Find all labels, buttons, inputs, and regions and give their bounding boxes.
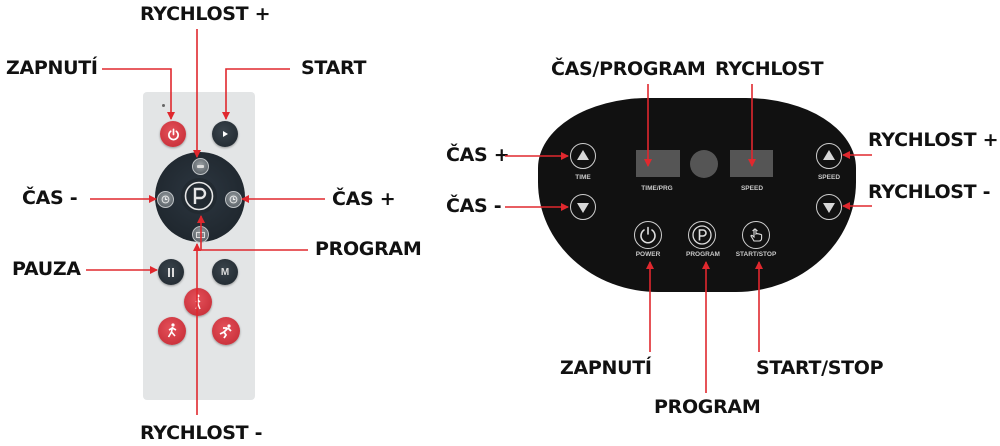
callout-panel-start-stop: START/STOP	[756, 357, 884, 379]
remote-mode-button[interactable]: M	[212, 259, 238, 285]
callout-panel-speed: RYCHLOST	[715, 58, 824, 80]
panel-label-speed-display: SPEED	[740, 185, 764, 192]
remote-start-button[interactable]	[212, 121, 238, 147]
panel-speed-down-button[interactable]	[816, 194, 842, 220]
callout-panel-time-up: ČAS +	[446, 144, 510, 166]
triangle-up-icon	[823, 150, 835, 160]
remote-speed-up-button[interactable]	[192, 158, 209, 175]
remote-power-button[interactable]	[160, 121, 186, 147]
callout-panel-speed-up: RYCHLOST +	[868, 129, 999, 151]
panel-power-button[interactable]	[634, 221, 662, 249]
callout-remote-time-up: ČAS +	[332, 188, 396, 210]
triangle-down-icon	[577, 203, 589, 213]
callout-panel-speed-down: RYCHLOST -	[868, 181, 991, 203]
clock-icon	[161, 195, 170, 204]
triangle-up-icon	[577, 150, 589, 160]
walking-person-icon	[195, 294, 201, 310]
speed-display	[730, 150, 773, 177]
remote-pause-button[interactable]	[158, 259, 184, 285]
panel-speed-up-button[interactable]	[816, 143, 842, 169]
callout-remote-start: START	[301, 57, 367, 79]
callout-remote-time-down: ČAS -	[22, 187, 78, 209]
console-control-panel	[538, 98, 856, 292]
remote-jog-button[interactable]	[158, 317, 186, 345]
panel-program-button[interactable]	[688, 221, 716, 249]
panel-label-speed-side: SPEED	[817, 174, 841, 181]
power-icon	[640, 226, 656, 244]
clock-icon	[229, 195, 238, 204]
time-program-display	[636, 150, 680, 177]
panel-start-stop-button[interactable]	[742, 221, 770, 249]
mode-label: M	[220, 266, 230, 278]
panel-time-up-button[interactable]	[570, 143, 596, 169]
callout-remote-power: ZAPNUTÍ	[6, 57, 98, 79]
callout-panel-time-program: ČAS/PROGRAM	[551, 58, 706, 80]
callout-panel-time-down: ČAS -	[446, 195, 502, 217]
indicator-dot	[690, 150, 718, 178]
remote-run-button[interactable]	[212, 317, 240, 345]
panel-label-program: PROGRAM	[686, 251, 720, 258]
program-p-icon	[692, 225, 712, 245]
callout-panel-power: ZAPNUTÍ	[560, 357, 652, 379]
remote-speed-down-button[interactable]	[192, 226, 209, 243]
triangle-down-icon	[823, 203, 835, 213]
callout-remote-speed-up: RYCHLOST +	[140, 3, 271, 25]
touch-hand-icon	[750, 228, 763, 242]
panel-label-time: TIME	[575, 174, 591, 181]
panel-time-down-button[interactable]	[570, 194, 596, 220]
remote-time-down-button[interactable]	[157, 191, 174, 208]
callout-panel-program: PROGRAM	[654, 396, 761, 418]
speed-up-icon	[197, 165, 204, 168]
power-icon	[167, 128, 179, 140]
callout-remote-speed-down: RYCHLOST -	[140, 422, 263, 444]
remote-program-button[interactable]	[181, 178, 217, 214]
remote-walk-button[interactable]	[184, 288, 212, 316]
speed-down-icon	[196, 231, 205, 238]
callout-remote-program: PROGRAM	[315, 238, 422, 260]
panel-label-time-prg: TIME/PRG	[641, 185, 673, 192]
panel-label-start-stop: START/STOP	[735, 251, 777, 258]
play-icon	[223, 131, 228, 137]
program-p-icon	[184, 181, 214, 211]
pause-icon	[168, 267, 174, 277]
remote-indicator-led	[162, 104, 165, 107]
jogging-person-icon	[167, 323, 177, 338]
sprinting-person-icon	[219, 324, 232, 339]
panel-label-power: POWER	[635, 251, 661, 258]
remote-time-up-button[interactable]	[225, 191, 242, 208]
callout-remote-pause: PAUZA	[12, 258, 81, 280]
